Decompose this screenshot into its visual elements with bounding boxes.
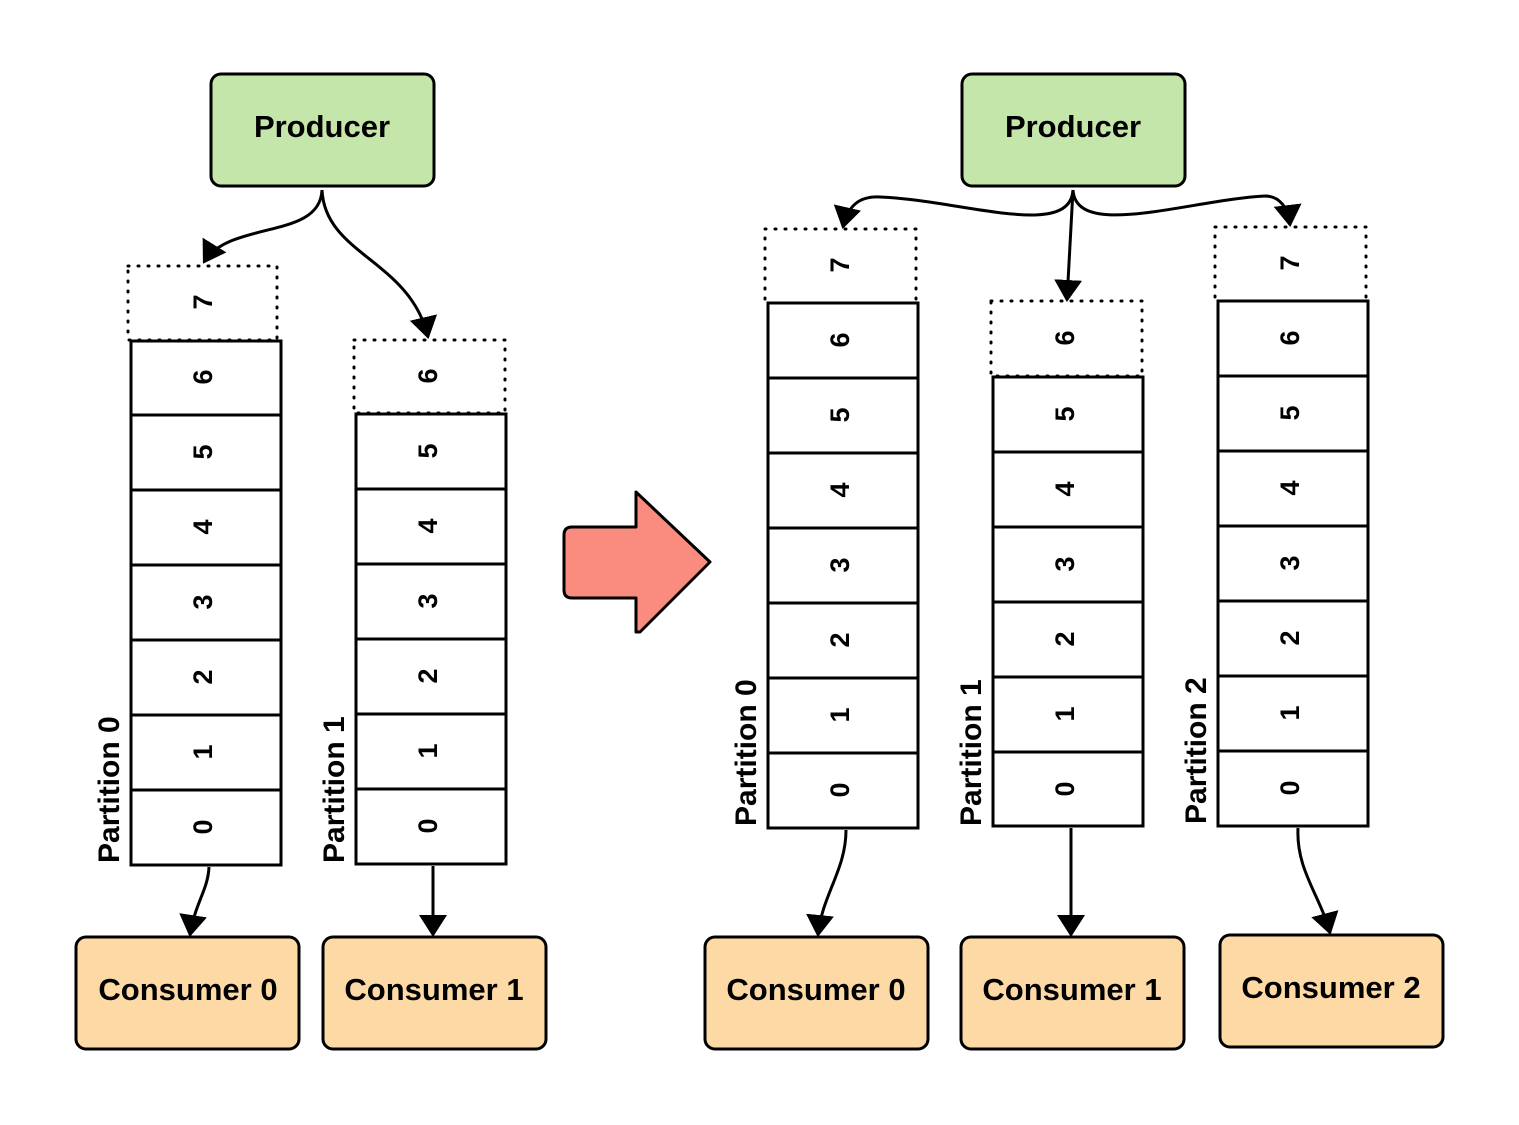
- producer-node: Producer: [209, 72, 436, 188]
- offset-4: 4: [825, 482, 855, 497]
- partition-label: Partition 0: [730, 679, 763, 826]
- offset-6: 6: [188, 369, 218, 384]
- pending-offset: 6: [413, 368, 443, 383]
- offset-0: 0: [188, 819, 218, 834]
- partition-2-to-consumer-2-arrow: [1296, 827, 1339, 935]
- consumer-0-node: Consumer 0: [74, 935, 301, 1051]
- offset-2: 2: [825, 632, 855, 647]
- offset-1: 1: [1275, 705, 1305, 720]
- offset-1: 1: [188, 744, 218, 759]
- consumer-2-node: Consumer 2: [1218, 933, 1445, 1049]
- offset-3: 3: [188, 594, 218, 609]
- offset-2: 2: [413, 668, 443, 683]
- offset-0: 0: [1275, 780, 1305, 795]
- left-scenario: Producer 7 6 5 4 3 2 1 0 Partition 0: [74, 72, 548, 1051]
- partition-0-to-consumer-0-arrow: [806, 829, 848, 937]
- partition-1: 6 5 4 3 2 1 0 Partition 1: [955, 299, 1145, 828]
- offset-4: 4: [188, 519, 218, 534]
- offset-1: 1: [825, 707, 855, 722]
- offset-5: 5: [188, 444, 218, 459]
- offset-2: 2: [1050, 631, 1080, 646]
- pending-offset: 7: [1275, 255, 1305, 270]
- partition-label: Partition 0: [93, 716, 126, 863]
- offset-0: 0: [1050, 781, 1080, 796]
- offset-3: 3: [413, 593, 443, 608]
- producer-node: Producer: [960, 72, 1187, 188]
- producer-to-partition-0-arrow: [833, 189, 1075, 229]
- offset-3: 3: [1275, 555, 1305, 570]
- offset-4: 4: [413, 518, 443, 533]
- producer-label: Producer: [254, 109, 390, 144]
- consumer-0-node: Consumer 0: [703, 935, 930, 1051]
- offset-6: 6: [1275, 330, 1305, 345]
- partition-0: 7 6 5 4 3 2 1 0 Partition 0: [730, 227, 920, 830]
- right-scenario: Producer 7 6 5 4 3 2 1 0 Partition 0: [703, 72, 1445, 1051]
- offset-5: 5: [1275, 405, 1305, 420]
- consumer-1-node: Consumer 1: [321, 935, 548, 1051]
- pending-offset: 7: [188, 294, 218, 309]
- producer-to-partition-1-arrow: [320, 189, 438, 339]
- partition-2: 7 6 5 4 3 2 1 0 Partition 2: [1180, 225, 1370, 828]
- offset-3: 3: [825, 557, 855, 572]
- producer-to-partition-1-arrow: [1054, 189, 1083, 302]
- consumer-label: Consumer 2: [1241, 970, 1420, 1005]
- offset-1: 1: [1050, 706, 1080, 721]
- partition-0: 7 6 5 4 3 2 1 0 Partition 0: [93, 264, 283, 867]
- producer-to-partition-2-arrow: [1071, 189, 1302, 227]
- consumer-label: Consumer 0: [726, 972, 905, 1007]
- partition-1: 6 5 4 3 2 1 0 Partition 1: [318, 338, 508, 866]
- offset-3: 3: [1050, 556, 1080, 571]
- partition-0-to-consumer-0-arrow: [179, 866, 211, 937]
- consumer-label: Consumer 1: [982, 972, 1161, 1007]
- offset-6: 6: [825, 332, 855, 347]
- offset-5: 5: [1050, 406, 1080, 421]
- offset-2: 2: [1275, 630, 1305, 645]
- right-arrow-icon: [562, 490, 712, 634]
- partition-label: Partition 1: [318, 716, 351, 863]
- offset-1: 1: [413, 743, 443, 758]
- pending-slot: [126, 264, 279, 342]
- producer-to-partition-0-arrow: [202, 189, 324, 264]
- producer-label: Producer: [1005, 109, 1141, 144]
- pending-offset: 7: [825, 257, 855, 272]
- pending-offset: 6: [1050, 330, 1080, 345]
- offset-4: 4: [1275, 480, 1305, 495]
- consumer-label: Consumer 0: [98, 972, 277, 1007]
- consumer-label: Consumer 1: [344, 972, 523, 1007]
- offset-5: 5: [825, 407, 855, 422]
- offset-4: 4: [1050, 481, 1080, 496]
- offset-5: 5: [413, 443, 443, 458]
- offset-0: 0: [825, 782, 855, 797]
- offset-2: 2: [188, 669, 218, 684]
- offset-0: 0: [413, 818, 443, 833]
- partition-label: Partition 1: [955, 679, 988, 826]
- consumer-1-node: Consumer 1: [959, 935, 1186, 1051]
- partition-label: Partition 2: [1180, 677, 1213, 824]
